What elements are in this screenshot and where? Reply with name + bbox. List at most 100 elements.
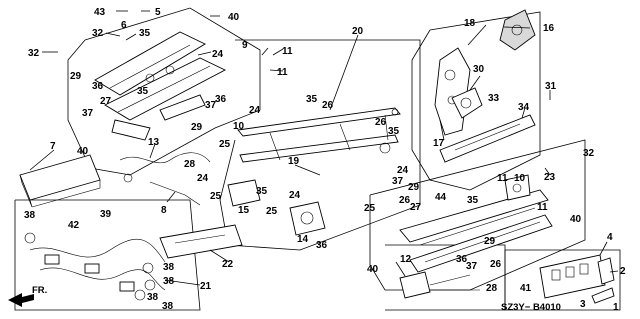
base-bracket-22 [159,224,243,259]
callout-36: 36 [456,254,468,265]
control-unit-7 [19,154,101,208]
callout-26: 26 [490,259,502,270]
callout-3: 3 [580,299,586,310]
callout-32: 32 [583,148,595,159]
callout-8: 8 [161,205,167,216]
callout-40: 40 [77,146,89,157]
callout-20: 20 [352,26,364,37]
motor-12 [399,271,480,299]
callout-15: 15 [238,205,250,216]
callout-4: 4 [607,232,613,243]
callout-26: 26 [375,117,387,128]
callout-22: 22 [222,259,234,270]
group-outlines [14,7,621,311]
callout-32: 32 [28,48,40,59]
leader-lines [29,10,619,286]
callout-30: 30 [473,64,485,75]
callout-25: 25 [364,203,376,214]
callout-43: 43 [94,7,106,18]
callout-25: 25 [210,191,222,202]
callout-numbers: 43 5 6 40 32 35 32 24 9 11 11 29 36 27 3… [24,7,626,313]
callout-38: 38 [24,210,36,221]
motor-15-14 [227,179,326,236]
callout-35: 35 [306,94,318,105]
callout-35: 35 [139,28,151,39]
callout-2: 2 [620,266,626,277]
harness-21 [24,232,166,301]
callout-19: 19 [288,156,300,167]
callout-24: 24 [249,105,261,116]
callout-26: 26 [399,195,411,206]
callout-42: 42 [68,220,80,231]
lower-right-track [399,174,553,273]
callout-11: 11 [277,67,288,78]
callout-37: 37 [392,176,404,187]
callout-34: 34 [518,102,530,113]
seat-track-upper-left [94,31,227,141]
callout-35: 35 [256,186,268,197]
callout-10: 10 [514,173,526,184]
callout-21: 21 [200,281,212,292]
callout-38: 38 [162,301,174,312]
callout-36: 36 [215,94,227,105]
callout-38: 38 [163,262,175,273]
fr-label: FR. [32,285,47,296]
callout-36: 36 [92,81,104,92]
callout-17: 17 [433,138,445,149]
callout-11: 11 [537,202,548,213]
callout-29: 29 [70,71,82,82]
callout-24: 24 [197,173,209,184]
callout-1: 1 [613,302,619,313]
switch-assembly [539,254,615,304]
callout-23: 23 [544,172,556,183]
callout-33: 33 [488,93,500,104]
callout-11: 11 [282,46,293,57]
callout-41: 41 [520,283,532,294]
diagram-code: SZ3Y− B4010 [501,302,561,313]
callout-24: 24 [289,190,301,201]
callout-38: 38 [147,292,159,303]
callout-9: 9 [242,40,248,51]
callout-26: 26 [322,100,334,111]
callout-35: 35 [467,195,479,206]
callout-18: 18 [464,18,476,29]
callout-38: 38 [163,276,175,287]
callout-6: 6 [121,20,127,31]
callout-40: 40 [367,264,379,275]
recliner-assembly [434,9,536,163]
callout-24: 24 [212,49,224,60]
callout-35: 35 [137,86,149,97]
callout-28: 28 [184,159,196,170]
callout-13: 13 [148,137,160,148]
callout-37: 37 [82,108,94,119]
callout-7: 7 [50,141,56,152]
callout-27: 27 [410,202,422,213]
callout-24: 24 [397,165,409,176]
callout-31: 31 [545,81,557,92]
callout-29: 29 [484,236,496,247]
callout-40: 40 [228,12,240,23]
callout-25: 25 [266,206,278,217]
callout-10: 10 [233,121,245,132]
callout-32: 32 [92,28,104,39]
callout-29: 29 [408,182,420,193]
fr-arrow [8,293,34,307]
callout-37: 37 [466,261,478,272]
seat-frame-rails [237,107,401,163]
callout-14: 14 [297,234,309,245]
wire-harness-13 [119,152,211,206]
callout-12: 12 [400,254,412,265]
callout-16: 16 [543,23,555,34]
callout-25: 25 [219,139,231,150]
callout-29: 29 [191,122,203,133]
callout-39: 39 [100,209,112,220]
callout-44: 44 [435,192,447,203]
callout-27: 27 [100,96,112,107]
callout-5: 5 [155,7,161,18]
callout-11: 11 [497,173,508,184]
callout-36: 36 [316,240,328,251]
callout-40: 40 [570,214,582,225]
callout-35: 35 [388,126,400,137]
callout-37: 37 [205,100,217,111]
